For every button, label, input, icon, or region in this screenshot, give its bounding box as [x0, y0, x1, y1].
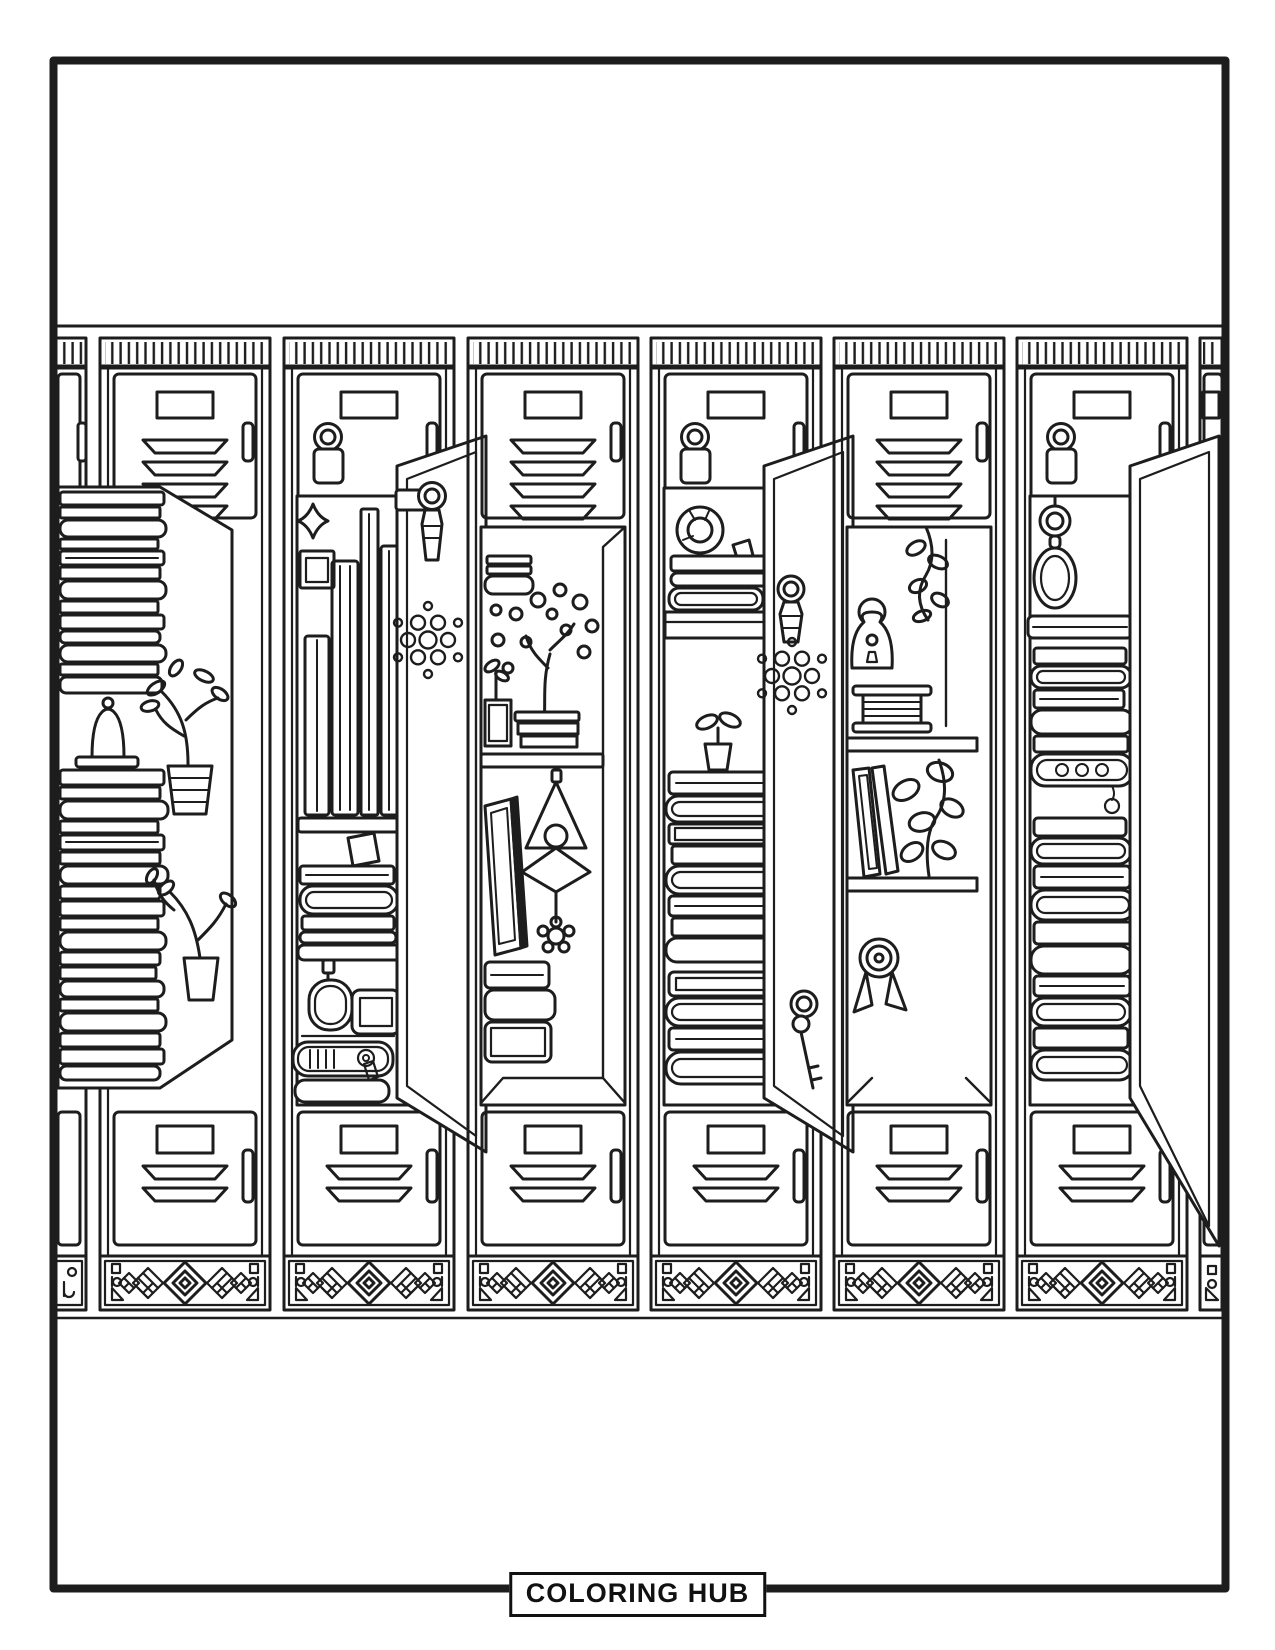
pencil-case	[291, 1040, 395, 1082]
hanging-pouch	[307, 958, 354, 1032]
tiny-charm	[1103, 797, 1121, 815]
locker-2	[284, 338, 488, 1310]
book-stack-lower	[58, 768, 170, 1082]
shelf	[296, 943, 406, 962]
book-stack	[1029, 646, 1137, 1082]
locker-3	[468, 338, 638, 1310]
door-keychain-snowflake	[392, 481, 464, 680]
ribbed-book-spool	[851, 684, 933, 734]
shelf	[845, 876, 979, 893]
upright-binders	[303, 507, 403, 817]
open-door	[1128, 434, 1221, 1248]
gnome-keyhole-charm	[850, 597, 894, 670]
leaning-books	[851, 764, 900, 879]
locker-5	[834, 338, 1004, 1310]
door-key-charm	[789, 989, 823, 1090]
partial-locker-left	[50, 336, 88, 1312]
medal-ribbon	[852, 937, 908, 1014]
bottom-book-stack	[483, 960, 557, 1064]
plant-sprigs	[144, 867, 238, 1002]
picture-frame	[298, 549, 336, 590]
open-door	[395, 434, 488, 1154]
patterned-pouch	[1029, 752, 1135, 788]
locker-4	[651, 338, 855, 1310]
shelf	[296, 816, 400, 834]
locker-6	[1017, 338, 1221, 1310]
potted-sprout	[695, 711, 742, 772]
hanging-vine	[905, 525, 950, 624]
brand-label: COLORING HUB	[525, 1578, 750, 1608]
small-plant-and-frame	[483, 658, 513, 748]
bell-ornament	[74, 696, 140, 769]
storage-box	[350, 988, 402, 1036]
open-door	[762, 434, 855, 1154]
vase-with-branch	[139, 658, 230, 816]
fat-book	[293, 1078, 391, 1104]
book-stack-upper	[664, 770, 794, 964]
brand-label-box: COLORING HUB	[508, 1572, 767, 1617]
door-keychain-snowflake	[756, 574, 828, 716]
book-pile	[298, 831, 400, 945]
stacked-books-top	[483, 554, 535, 596]
locker-1	[56, 338, 270, 1310]
shelf	[479, 752, 605, 769]
hanging-triangle-charm	[520, 768, 592, 954]
leafy-plant	[891, 758, 965, 878]
coin-leaf-tree	[489, 582, 600, 749]
star-charm	[296, 502, 330, 540]
shelf	[845, 736, 979, 753]
book-stack-lower	[664, 970, 796, 1086]
leaning-frame	[483, 795, 529, 957]
book-stack	[58, 490, 168, 695]
hanging-ring-tag	[1032, 494, 1078, 610]
